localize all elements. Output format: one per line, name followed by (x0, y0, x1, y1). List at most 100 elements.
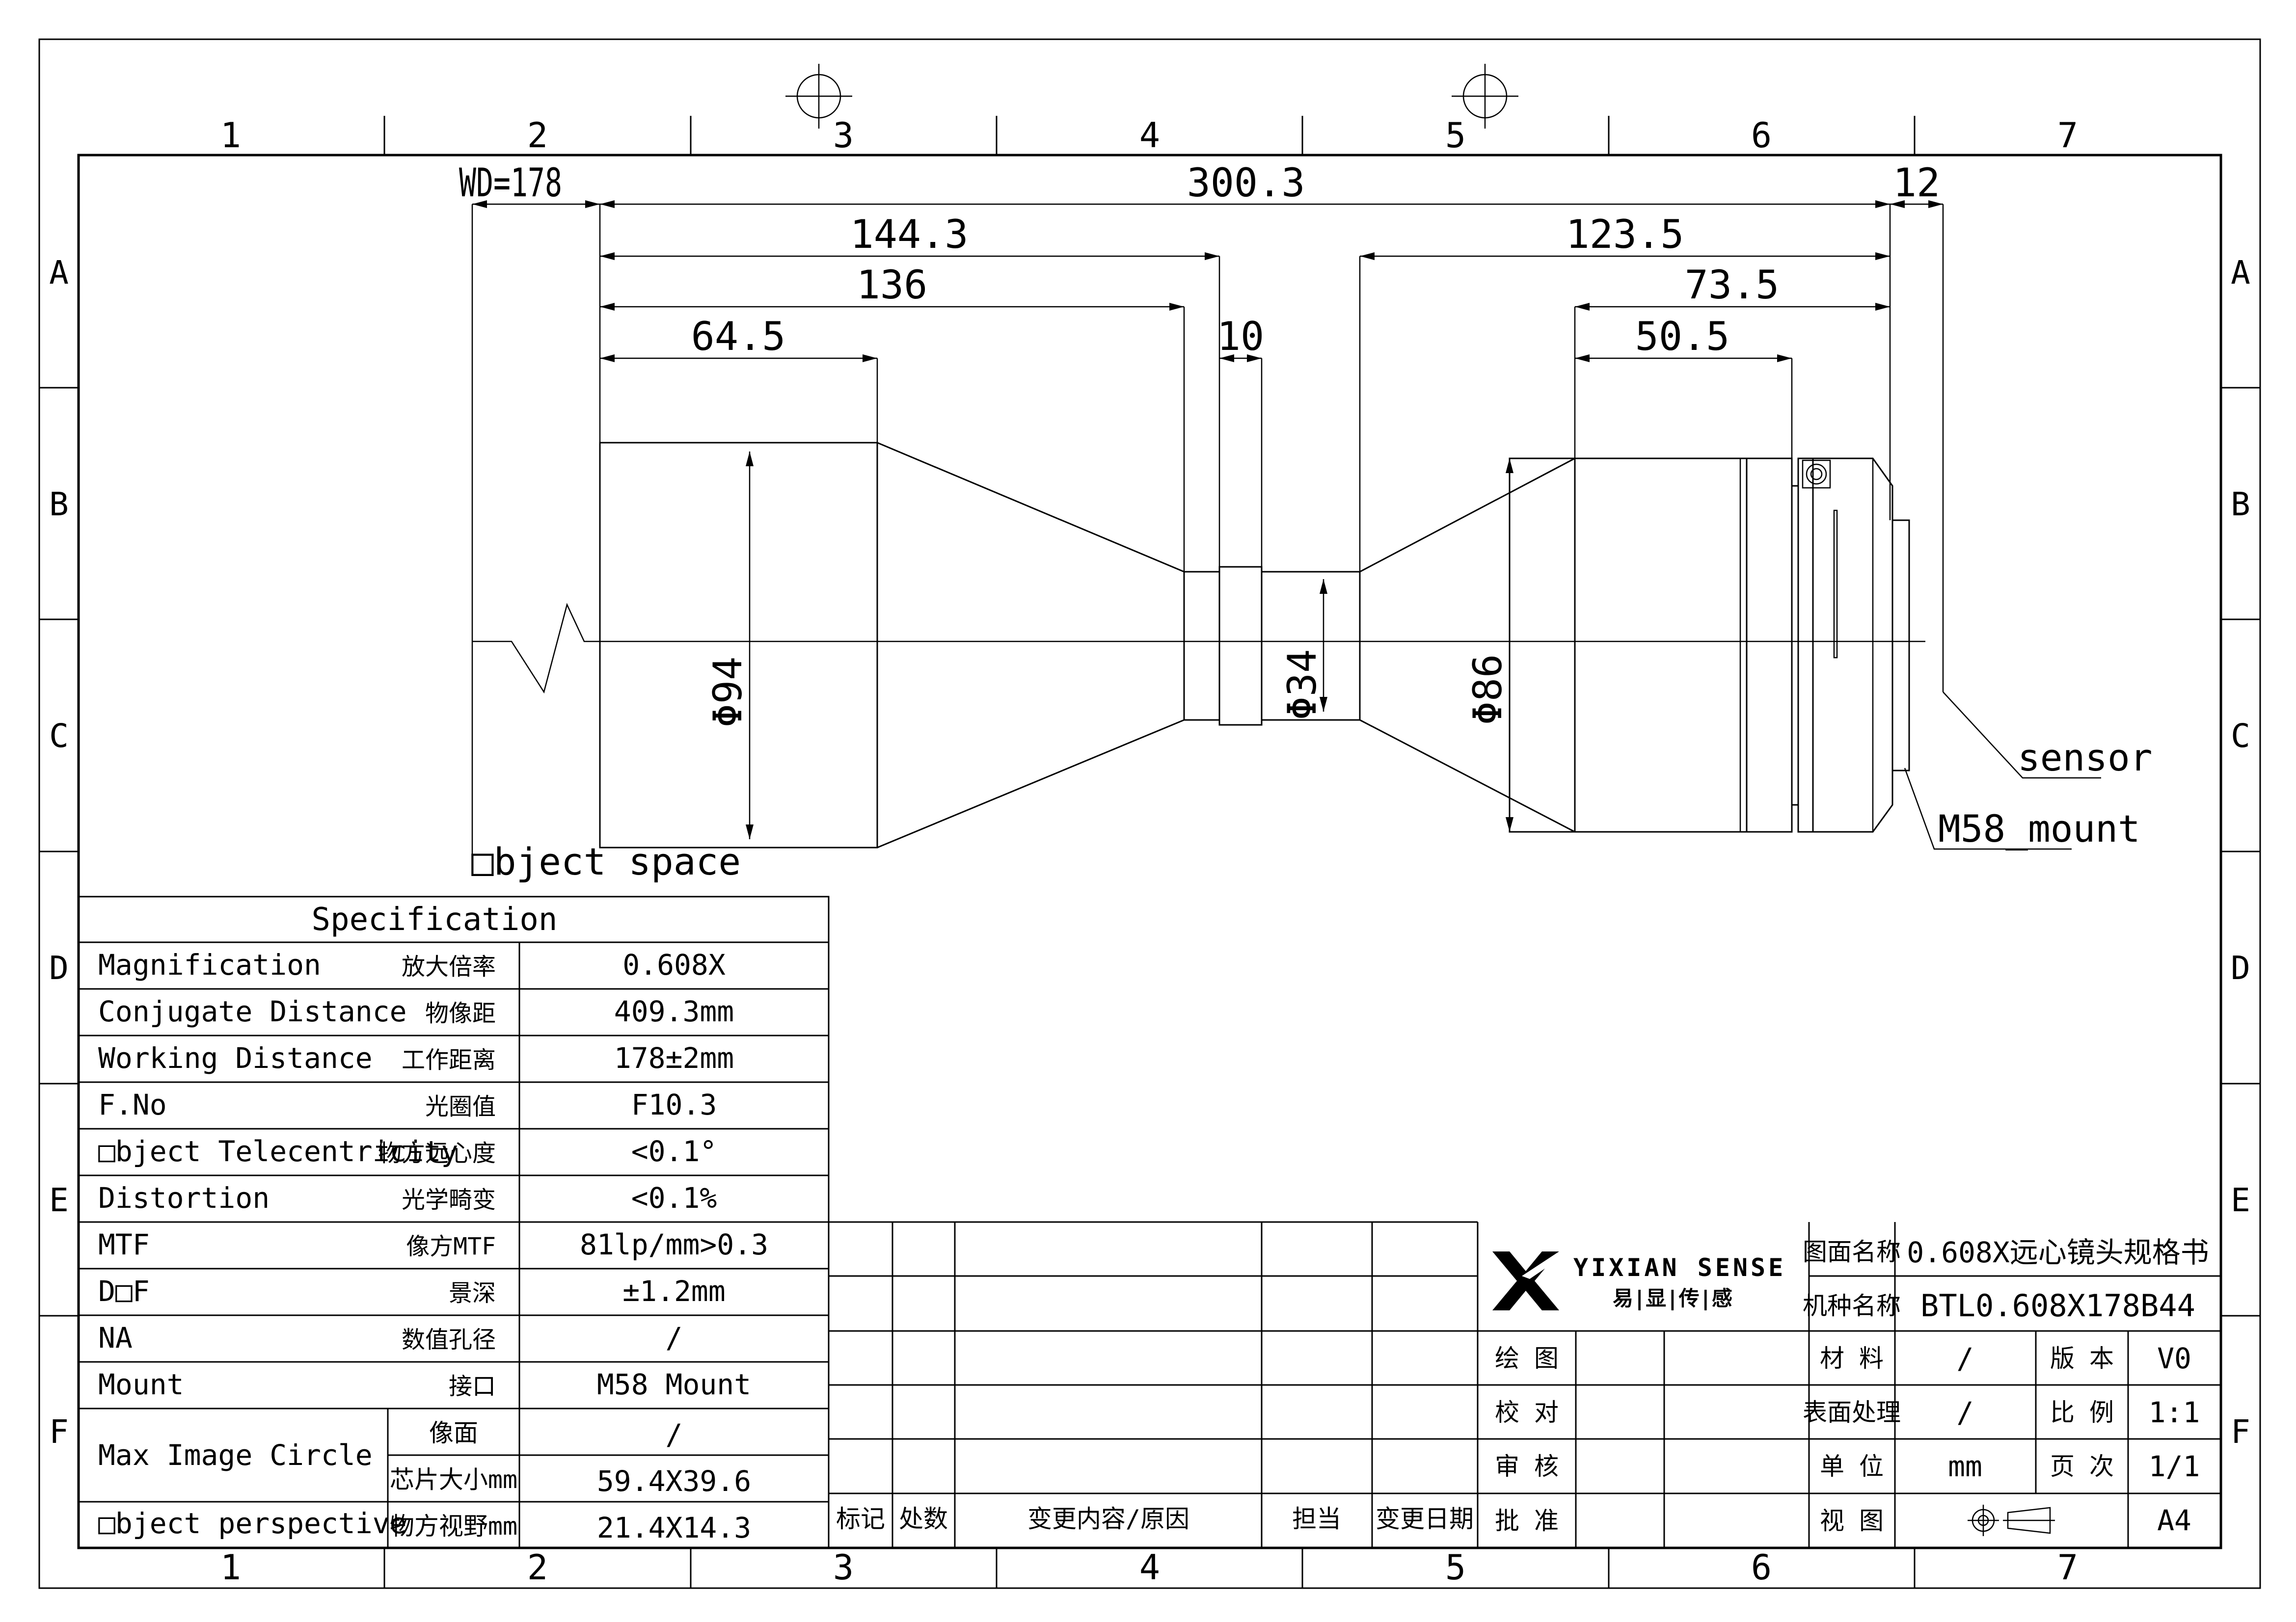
projection-symbol-icon (1968, 1505, 2055, 1536)
rev-header-count: 处数 (899, 1505, 948, 1533)
col-label-bottom-1: 1 (220, 1547, 241, 1588)
tb-surface: / (1957, 1396, 1974, 1429)
label-sensor: sensor (2018, 736, 2153, 779)
tb-scale-label: 比 例 (2050, 1398, 2114, 1427)
spec-row-label-en: Magnification (98, 948, 321, 982)
tb-row-check: 校 对 (1495, 1398, 1559, 1427)
spec-op-cn: 物方视野mm (390, 1512, 517, 1541)
inner-frame (77, 154, 2222, 1549)
dim-total: 300.3 (1187, 160, 1305, 206)
dimension-arrows (472, 200, 1943, 839)
row-label-left-c: C (49, 717, 69, 755)
tb-unit-label: 单 位 (1820, 1452, 1884, 1481)
titleblock-grid (1477, 1222, 2221, 1548)
col-label-top-2: 2 (527, 115, 548, 156)
spec-row-label-cn: 数值孔径 (402, 1326, 496, 1354)
rev-header-mark: 标记 (836, 1505, 885, 1533)
tb-unit: mm (1948, 1450, 1982, 1483)
yixian-logo-icon (1492, 1251, 1559, 1310)
row-label-right-b: B (2231, 485, 2250, 523)
dim-123: 123.5 (1566, 212, 1684, 257)
dim-144: 144.3 (850, 212, 969, 257)
tb-version-label: 版 本 (2050, 1344, 2114, 1373)
spec-row-label-cn: 物像距 (425, 1000, 496, 1027)
spec-row-label-cn: 接口 (449, 1373, 496, 1400)
spec-op-val: 21.4X14.3 (597, 1511, 751, 1544)
col-label-bottom-5: 5 (1445, 1547, 1466, 1588)
spec-title: Specification (312, 902, 558, 938)
col-label-bottom-6: 6 (1751, 1547, 1772, 1588)
spec-row-label-cn: 景深 (449, 1279, 496, 1307)
spec-row-value: 409.3mm (614, 995, 734, 1028)
tb-scale: 1:1 (2149, 1396, 2200, 1429)
row-label-right-f: F (2231, 1413, 2250, 1451)
row-label-right-d: D (2231, 949, 2250, 987)
spec-row-value: F10.3 (631, 1088, 717, 1121)
col-label-top-7: 7 (2057, 115, 2078, 156)
row-label-left-e: E (49, 1181, 69, 1219)
spec-row-label-en: D□F (98, 1275, 150, 1308)
row-label-left-f: F (49, 1413, 69, 1451)
row-ticks (39, 387, 2260, 1317)
tb-model-label: 机种名称 (1803, 1292, 1901, 1320)
spec-row-label-en: □bject Telecentricity (98, 1135, 458, 1168)
label-object-space: □bject space (471, 840, 741, 883)
dim-64: 64.5 (691, 314, 786, 359)
col-label-bottom-3: 3 (833, 1547, 854, 1588)
spec-row-label-en: NA (98, 1321, 133, 1355)
dim-dia-94: Φ94 (705, 657, 751, 728)
brand-name-cn: 易|显|传|感 (1613, 1286, 1732, 1310)
spec-row-label-cn: 像方MTF (406, 1233, 496, 1260)
crosshair-mark-right (1452, 64, 1518, 129)
row-label-left-d: D (49, 949, 69, 987)
spec-row-value: <0.1% (631, 1181, 717, 1215)
spec-row-label-en: Working Distance (98, 1041, 373, 1075)
spec-mic-val1: / (666, 1418, 683, 1451)
tb-drawing-name: 0.608X远心镜头规格书 (1907, 1236, 2209, 1269)
dimension-lines (471, 203, 2101, 875)
tb-page: 1/1 (2149, 1450, 2200, 1483)
row-label-left-a: A (49, 254, 69, 292)
tb-page-label: 页 次 (2050, 1452, 2114, 1481)
spec-row-value: 0.608X (622, 948, 726, 982)
dim-back: 12 (1893, 160, 1940, 206)
tb-model: BTL0.608X178B44 (1920, 1288, 2195, 1324)
spec-row-value: ±1.2mm (622, 1275, 726, 1308)
spec-row-value: <0.1° (631, 1135, 717, 1168)
dim-50: 50.5 (1635, 314, 1730, 359)
tb-material: / (1957, 1342, 1974, 1375)
spec-row-label-en: Distortion (98, 1181, 270, 1215)
crosshair-mark-left (785, 64, 852, 129)
rev-header-owner: 担当 (1292, 1505, 1341, 1533)
column-ticks (383, 116, 1916, 1588)
tb-version: V0 (2157, 1342, 2191, 1375)
spec-row-label-cn: 光圈值 (425, 1093, 496, 1120)
col-label-bottom-7: 7 (2057, 1547, 2078, 1588)
tb-row-draw: 绘 图 (1495, 1344, 1559, 1373)
brand-name-en: YIXIAN SENSE (1573, 1253, 1786, 1282)
col-label-top-3: 3 (833, 115, 854, 156)
row-label-right-c: C (2231, 717, 2250, 755)
row-label-right-a: A (2231, 254, 2250, 292)
revision-grid (829, 1221, 1478, 1548)
tb-surface-label: 表面处理 (1803, 1398, 1901, 1427)
col-label-bottom-4: 4 (1139, 1547, 1160, 1588)
spec-table-grid (78, 896, 830, 1549)
tb-drawing-name-label: 图面名称 (1803, 1238, 1901, 1266)
col-label-top-5: 5 (1445, 115, 1466, 156)
dim-73: 73.5 (1685, 262, 1780, 308)
label-mount: M58_mount (1938, 807, 2140, 851)
dim-dia-34: Φ34 (1279, 649, 1325, 720)
spec-op-en: □bject perspective (98, 1507, 407, 1540)
spec-row-value: 178±2mm (614, 1041, 734, 1075)
tb-material-label: 材 料 (1820, 1344, 1884, 1373)
dim-10: 10 (1217, 314, 1264, 359)
tb-row-approve: 批 准 (1495, 1507, 1559, 1535)
spec-row-value: / (666, 1321, 683, 1355)
spec-row-label-en: F.No (98, 1088, 167, 1121)
dim-dia-86: Φ86 (1465, 654, 1511, 725)
spec-row-label-cn: 光学畸变 (402, 1186, 496, 1214)
